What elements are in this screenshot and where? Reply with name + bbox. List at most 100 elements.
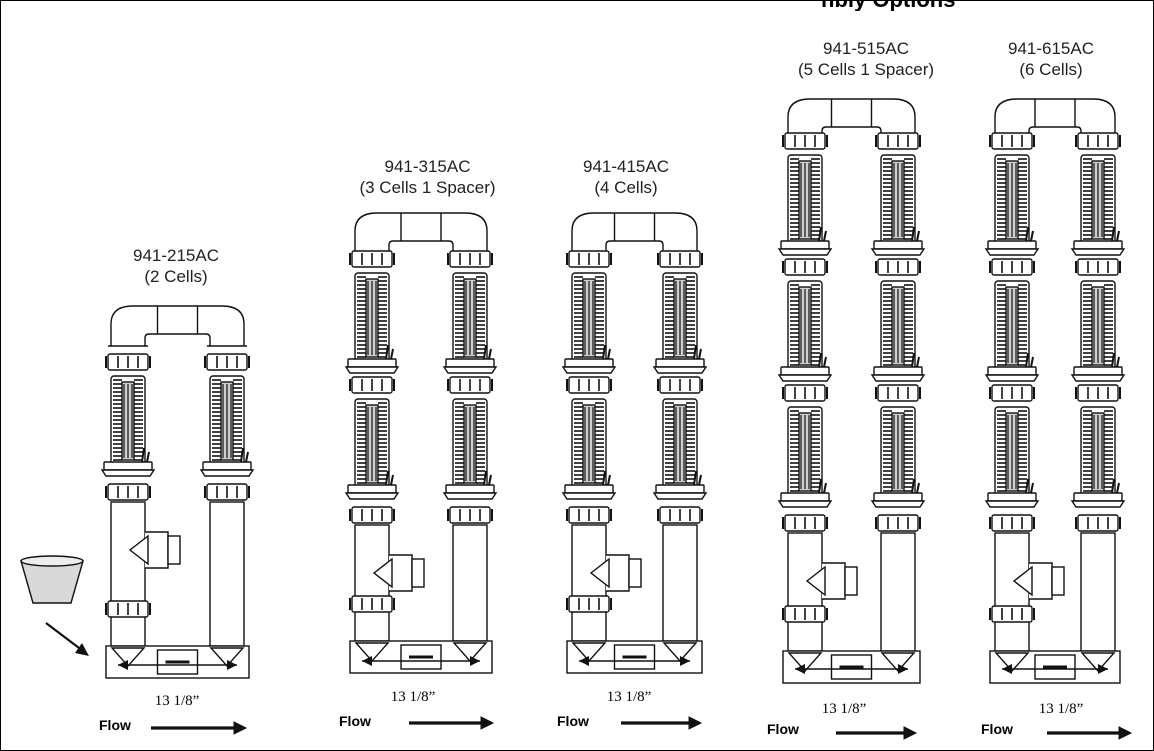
cone-fitting (787, 652, 823, 673)
cell-collar (777, 374, 833, 382)
dimension-arrow (118, 660, 128, 670)
dimension-label-1: 13 1/8” (154, 693, 200, 709)
flow-label-1: Flow (99, 717, 131, 733)
optional-cone-fitting (20, 555, 89, 656)
cone-fitting (662, 642, 698, 663)
unit-label-2: 941-315AC (3 Cells 1 Spacer) (335, 156, 520, 198)
cell-base (655, 358, 705, 368)
flow-arrow-head (480, 716, 495, 730)
tee-cap (628, 558, 642, 588)
cell-base (987, 492, 1037, 502)
cell-collar (561, 366, 617, 374)
cell-collar (442, 366, 498, 374)
cell-collar (870, 500, 926, 508)
cell-base (445, 484, 495, 494)
cell-base (780, 240, 830, 250)
cone-fitting (452, 642, 488, 663)
cell-collar (1070, 500, 1126, 508)
cone-fitting (880, 652, 916, 673)
model-number: 941-515AC (822, 39, 909, 58)
tee-cone (372, 557, 393, 589)
pipe (994, 532, 1030, 652)
cell-collar (984, 248, 1040, 256)
flow-arrow-head (903, 726, 918, 740)
cell-collar (1070, 374, 1126, 382)
dimension-arrow (1002, 664, 1012, 674)
cone-fitting (571, 642, 607, 663)
unit-label-4: 941-515AC (5 Cells 1 Spacer) (771, 38, 961, 80)
pipe (1080, 532, 1116, 652)
cell-base (1073, 366, 1123, 376)
dimension-arrow (1098, 664, 1108, 674)
cell-collar (870, 248, 926, 256)
tee-cap (1051, 566, 1065, 596)
tee-cone (128, 534, 149, 566)
top-manifold (354, 212, 488, 253)
tee-cap (167, 535, 181, 565)
cell-collar (652, 366, 708, 374)
model-number: 941-215AC (132, 246, 219, 265)
top-manifold (994, 98, 1116, 139)
model-description: (2 Cells) (144, 267, 208, 286)
flow-arrow-head (688, 716, 703, 730)
cell-base (564, 484, 614, 494)
tee-cap (411, 558, 425, 588)
dimension-arrow (362, 656, 372, 666)
cell-base (987, 240, 1037, 250)
dimension-label-5: 13 1/8” (1038, 701, 1084, 717)
cell-collar (344, 366, 400, 374)
cell-collar (344, 492, 400, 500)
cone-fitting (209, 647, 245, 668)
flow-label-3: Flow (557, 713, 589, 729)
dimension-label-4: 13 1/8” (821, 701, 867, 717)
model-description: (3 Cells 1 Spacer) (359, 178, 496, 197)
tee-cone (805, 565, 826, 597)
cell-collar (777, 500, 833, 508)
dimension-label-3: 13 1/8” (606, 689, 652, 705)
dimension-arrow (579, 656, 589, 666)
cell-collar (984, 500, 1040, 508)
dimension-arrow (898, 664, 908, 674)
cell-collar (984, 374, 1040, 382)
cone-fitting (994, 652, 1030, 673)
cell-base (445, 358, 495, 368)
cell-collar (777, 248, 833, 256)
cell-base (103, 461, 153, 471)
unit-label-5: 941-615AC (6 Cells) (986, 38, 1116, 80)
cell-base (347, 484, 397, 494)
model-description: (4 Cells) (594, 178, 658, 197)
model-number: 941-615AC (1007, 39, 1094, 58)
pipe (110, 501, 146, 647)
cell-base (202, 461, 252, 471)
pipe (452, 524, 488, 642)
top-manifold (571, 212, 698, 253)
unit-label-3: 941-415AC (4 Cells) (561, 156, 691, 198)
cell-base (780, 366, 830, 376)
dimension-arrow (795, 664, 805, 674)
pipe (354, 524, 390, 642)
flow-arrow-head (1118, 726, 1133, 740)
assembly-4 (777, 98, 926, 740)
cell-collar (199, 469, 255, 477)
cell-base (873, 240, 923, 250)
cell-collar (442, 492, 498, 500)
dimension-label-2: 13 1/8” (390, 689, 436, 705)
flow-label-5: Flow (981, 721, 1013, 737)
dimension-arrow (227, 660, 237, 670)
flow-arrow-head (233, 721, 248, 735)
model-number: 941-415AC (582, 157, 669, 176)
top-manifold (110, 305, 245, 346)
top-manifold (787, 98, 916, 139)
cell-base (564, 358, 614, 368)
cone-icon (20, 560, 84, 604)
cell-collar (561, 492, 617, 500)
pointer-arrow (45, 622, 84, 652)
cone-fitting (110, 647, 146, 668)
assembly-5 (984, 98, 1133, 740)
assembly-3 (561, 212, 708, 730)
dimension-arrow (470, 656, 480, 666)
cell-base (347, 358, 397, 368)
assembly-2 (344, 212, 498, 730)
